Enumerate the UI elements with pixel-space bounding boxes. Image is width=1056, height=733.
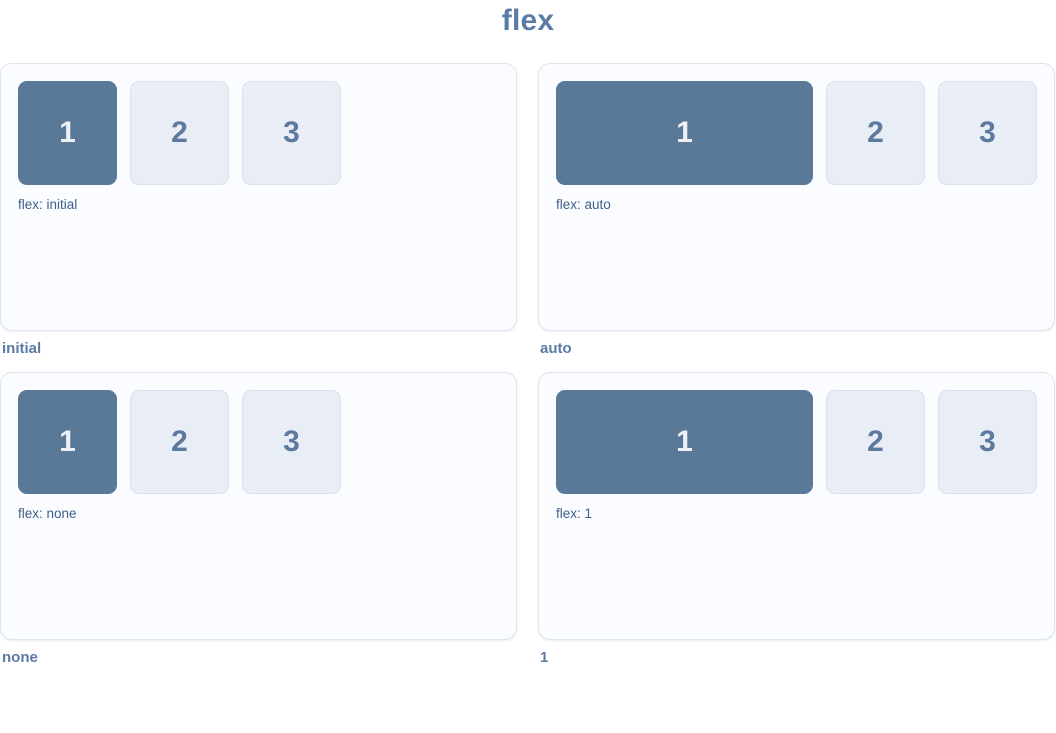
panel-flex-1: 1 2 3 flex: 1 <box>538 372 1055 640</box>
flex-item-1: 1 <box>18 390 117 494</box>
flex-value-label: flex: initial <box>18 197 78 212</box>
demo-cell-none: 1 2 3 flex: none none <box>0 372 517 666</box>
flex-items-row: 1 2 3 <box>18 81 499 185</box>
flex-value-label: flex: none <box>18 506 77 521</box>
flex-item-2: 2 <box>826 390 925 494</box>
flex-items-row: 1 2 3 <box>556 81 1037 185</box>
flex-value-label: flex: 1 <box>556 506 593 521</box>
flex-item-3: 3 <box>242 390 341 494</box>
panel-flex-none: 1 2 3 flex: none <box>0 372 517 640</box>
flex-items-row: 1 2 3 <box>556 390 1037 494</box>
demo-cell-initial: 1 2 3 flex: initial initial <box>0 63 517 357</box>
flex-item-2: 2 <box>130 390 229 494</box>
flex-value-label: flex: auto <box>556 197 611 212</box>
flex-item-1: 1 <box>556 81 813 185</box>
page-title: flex <box>501 4 555 37</box>
flex-item-2: 2 <box>826 81 925 185</box>
panel-caption-auto: auto <box>540 340 572 357</box>
panel-caption-initial: initial <box>2 340 42 357</box>
flex-item-3: 3 <box>938 81 1037 185</box>
demo-grid: 1 2 3 flex: initial initial 1 2 3 flex: … <box>0 63 1056 666</box>
demo-cell-auto: 1 2 3 flex: auto auto <box>538 63 1055 357</box>
panel-caption-none: none <box>2 649 38 666</box>
panel-flex-auto: 1 2 3 flex: auto <box>538 63 1055 331</box>
flex-items-row: 1 2 3 <box>18 390 499 494</box>
flex-item-1: 1 <box>18 81 117 185</box>
panel-flex-initial: 1 2 3 flex: initial <box>0 63 517 331</box>
demo-cell-1: 1 2 3 flex: 1 1 <box>538 372 1055 666</box>
flex-item-3: 3 <box>242 81 341 185</box>
flex-item-2: 2 <box>130 81 229 185</box>
flex-item-3: 3 <box>938 390 1037 494</box>
panel-caption-1: 1 <box>540 649 549 666</box>
flex-item-1: 1 <box>556 390 813 494</box>
